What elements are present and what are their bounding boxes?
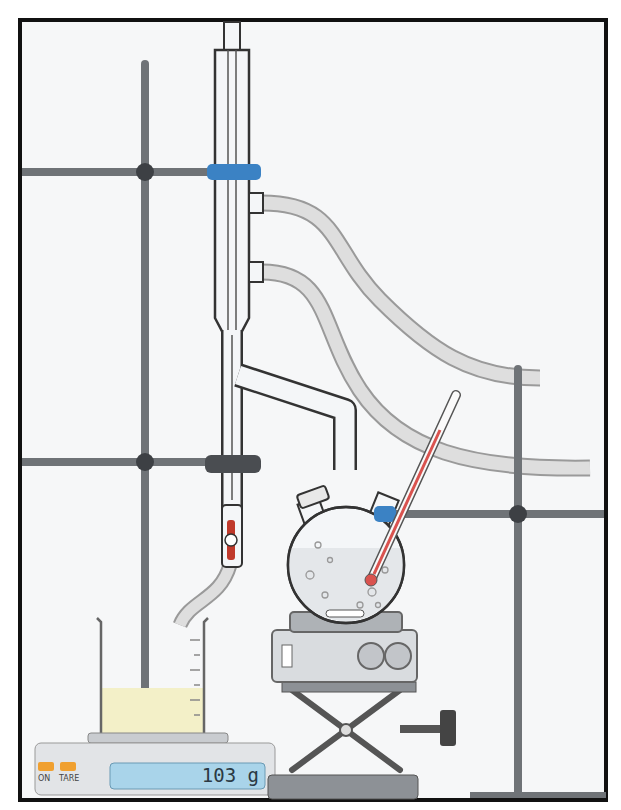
frame (20, 20, 606, 800)
adapter (232, 330, 345, 510)
stand-base (470, 792, 606, 798)
lab-jack (268, 682, 456, 799)
stand-rod (141, 60, 149, 740)
stand-rod (514, 365, 522, 797)
boss-head (136, 453, 154, 471)
boss-head (136, 163, 154, 181)
thermometer (365, 395, 456, 586)
scale-reading: 103 g (202, 766, 259, 785)
stopcock (222, 505, 242, 567)
clamp (207, 164, 261, 180)
button-label: TARE (59, 775, 79, 783)
clamp (205, 455, 261, 473)
beaker (97, 618, 208, 738)
clamp (374, 506, 396, 522)
button-label: ON (38, 775, 50, 783)
clamp-rod (22, 168, 237, 176)
balance (35, 733, 275, 795)
boss-head (509, 505, 527, 523)
clamp-rod (380, 510, 604, 518)
